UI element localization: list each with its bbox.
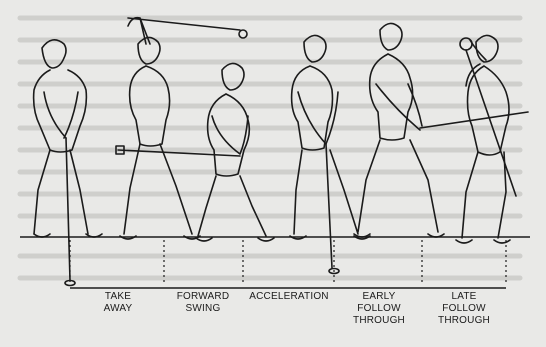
phase-label-early-follow-through: EARLY FOLLOW THROUGH <box>344 291 414 327</box>
phase-label-line: FORWARD <box>168 291 238 303</box>
phase-label-forward-swing: FORWARD SWING <box>168 291 238 315</box>
phase-label-line: FOLLOW <box>426 303 502 315</box>
phase-label-line: ACCELERATION <box>244 291 334 303</box>
phase-label-line: SWING <box>168 303 238 315</box>
phase-label-line: EARLY <box>344 291 414 303</box>
golfer-figure-late-follow-through <box>456 35 516 243</box>
phase-label-line: AWAY <box>92 303 144 315</box>
phase-label-line: TAKE <box>92 291 144 303</box>
phase-label-late-follow-through: LATE FOLLOW THROUGH <box>426 291 502 327</box>
golfer-figure-address <box>34 40 102 286</box>
phase-label-acceleration: ACCELERATION <box>244 291 334 303</box>
phase-label-line: THROUGH <box>426 315 502 327</box>
phase-label-line: LATE <box>426 291 502 303</box>
phase-label-take-away: TAKE AWAY <box>92 291 144 315</box>
phase-label-line: THROUGH <box>344 315 414 327</box>
background-text-bleed <box>20 18 520 278</box>
phase-label-line: FOLLOW <box>344 303 414 315</box>
